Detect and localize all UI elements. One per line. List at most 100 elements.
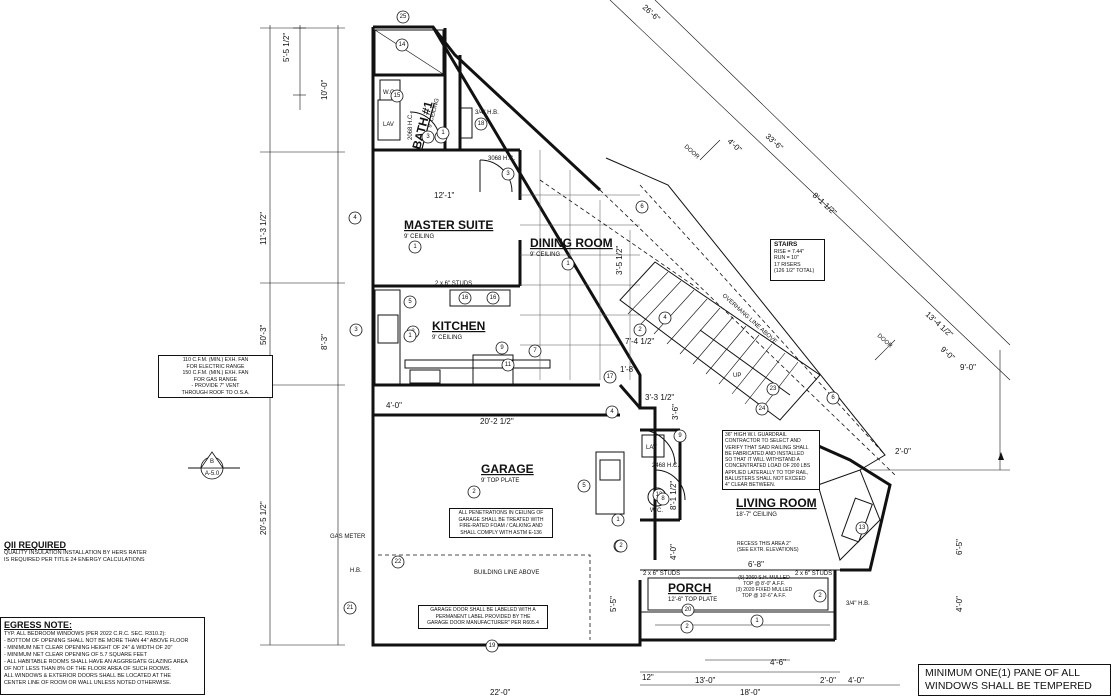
- guardrail-line: VERIFY THAT SAID RAILING SHALL: [725, 444, 809, 451]
- dim-8-3: 8'-3": [320, 334, 329, 350]
- keynote-tag-label: 5: [582, 483, 586, 489]
- dim-3-3: 3'-3 1/2": [645, 393, 674, 402]
- keynote-tag-circle: [348, 211, 362, 225]
- garage-door-line: GARAGE DOOR MANUFACTURER" PER R605.4: [427, 620, 539, 626]
- stairs-line: RISE = 7.44": [774, 248, 804, 255]
- door-label-1: DOOR: [683, 144, 701, 161]
- recess-note: RECESS THIS AREA 2" (SEE EXTR. ELEVATION…: [737, 541, 805, 557]
- keynote-tag-circle: [408, 240, 422, 254]
- keynote-tag-circle: [495, 341, 509, 355]
- living-room-name: LIVING ROOM: [736, 496, 817, 510]
- keynote-tag-circle: [611, 513, 625, 527]
- keynote-tag-label: 14: [399, 42, 406, 48]
- keynote-tag: 6: [826, 391, 840, 405]
- section-marker: [188, 451, 240, 480]
- keynote-tag-label: 1: [566, 261, 570, 267]
- keynote-tag: 21: [343, 601, 357, 615]
- dim-6-5: 6'-5": [955, 539, 964, 555]
- keynote-tag: 2: [680, 620, 694, 634]
- dim-3-6: 3'-6": [671, 404, 680, 420]
- guardrail-line: SO THAT IT WILL WITHSTAND A: [725, 457, 800, 464]
- keynote-tag-label: 19: [489, 643, 496, 649]
- master-room-name: MASTER SUITE: [404, 218, 493, 232]
- keynote-tag: 1: [611, 513, 625, 527]
- keynote-tag: 9: [673, 429, 687, 443]
- exhaust-line: FOR GAS RANGE: [193, 376, 238, 383]
- keynote-tag-circle: [577, 479, 591, 493]
- keynote-tag-circle: [528, 344, 542, 358]
- keynote-tag: 2: [467, 485, 481, 499]
- dining-ceiling: 9' CEILING: [530, 252, 560, 258]
- keynote-tag-label: 16: [490, 295, 497, 301]
- stairs-note: STAIRS RISE = 7.44" RUN = 10" 17 RISERS …: [770, 239, 825, 281]
- porch-ceiling: 12'-6" TOP PLATE: [668, 597, 717, 603]
- keynote-tag-circle: [486, 291, 500, 305]
- keynote-tag-label: 3: [506, 171, 510, 177]
- keynote-tag-circle: [421, 130, 435, 144]
- keynote-tag-circle: [343, 601, 357, 615]
- tempered-glass-note: MINIMUM ONE(1) PANE OF ALL WINDOWS SHALL…: [918, 664, 1111, 696]
- keynote-tag: 11: [501, 358, 515, 372]
- recess-line: RECESS THIS AREA 2": [737, 541, 791, 547]
- dim-4-0-bottom-right: 4'-0": [848, 676, 864, 685]
- egress-line: ALL WINDOWS & EXTERIOR DOORS SHALL BE LO…: [4, 673, 171, 679]
- keynote-tag: 16: [458, 291, 472, 305]
- exhaust-line: THROUGH ROOF TO O.S.A.: [181, 389, 250, 396]
- keynote-tag: 7: [528, 344, 542, 358]
- wc-label-bath: W.C.: [383, 90, 396, 96]
- keynote-tag: 14: [395, 38, 409, 52]
- keynote-tag-circle: [485, 639, 499, 653]
- keynote-tag-circle: [826, 391, 840, 405]
- keynote-tag: 8: [656, 492, 670, 506]
- keynote-tag-label: 22: [395, 559, 402, 565]
- keynote-tag: 23: [766, 382, 780, 396]
- keynote-tag-circle: [766, 382, 780, 396]
- kitchen-ceiling: 9' CEILING: [432, 335, 462, 341]
- keynote-tag: 25: [396, 10, 410, 24]
- keynote-tag-label: 9: [678, 433, 682, 439]
- lav-label-bath: LAV: [383, 122, 394, 128]
- dim-18-0: 18'-0": [740, 688, 761, 697]
- egress-line: CENTER LINE OF ROOM OR WALL UNLESS NOTED…: [4, 680, 172, 686]
- hose-bib-right: 3/4" H.B.: [846, 601, 870, 607]
- keynote-tag-circle: [750, 614, 764, 628]
- keynote-tag-label: 9: [500, 345, 504, 351]
- keynote-tag-label: 2: [685, 624, 689, 630]
- tempered-line: WINDOWS SHALL BE TEMPERED: [925, 680, 1092, 692]
- egress-line: - MINIMUM NET CLEAR OPENING HEIGHT OF 24…: [4, 645, 173, 651]
- keynote-tag-label: 2: [472, 489, 476, 495]
- keynote-tag-circle: [403, 295, 417, 309]
- keynote-tag-circle: [561, 257, 575, 271]
- hose-bib-left: H.B.: [350, 568, 362, 574]
- dim-8-1-left: 8'-1 1/2": [669, 481, 678, 510]
- studs-label-1: 2 x 6" STUDS: [435, 281, 472, 287]
- stairs-line: 17 RISERS: [774, 261, 801, 268]
- section-sheet: A-5.0: [205, 471, 220, 477]
- keynote-tag: 4: [658, 311, 672, 325]
- guardrail-note: 36" HIGH W.I. GUARDRAIL CONTRACTOR TO SE…: [722, 430, 820, 490]
- dim-8-1: 8'-1 1/2": [811, 191, 839, 217]
- dim-4-0-right: 4'-0": [955, 596, 964, 612]
- keynote-tags: 2514153183431161652197111724491521322219…: [343, 10, 869, 653]
- qii-line: IS REQUIRED PER TITLE 24 ENERGY CALCULAT…: [4, 556, 145, 563]
- keynote-tag: 22: [391, 555, 405, 569]
- guardrail-line: 36" HIGH W.I. GUARDRAIL: [725, 432, 787, 438]
- wc-label-powder: W.C.: [650, 508, 663, 514]
- dim-3-5: 3'-5 1/2": [615, 246, 624, 275]
- dim-2-0-bottom: 2'-0": [820, 676, 836, 685]
- overhang-label: OVERHANG LINE ABOVE: [721, 293, 778, 345]
- keynote-tag: 2: [633, 323, 647, 337]
- dim-4-0-upper: 4'-0": [726, 137, 744, 154]
- keynote-tag-label: 8: [661, 496, 665, 502]
- dim-4-0-garage: 4'-0": [386, 401, 402, 410]
- penetration-line: ALL PENETRATIONS IN CEILING OF: [458, 510, 544, 516]
- egress-line: OF NOT LESS THAN 8% OF THE FLOOR AREA OF…: [4, 666, 171, 672]
- keynote-tag: 17: [603, 370, 617, 384]
- keynote-tag-label: 18: [478, 121, 485, 127]
- keynote-tag-label: 25: [400, 14, 407, 20]
- keynote-tag: 1: [561, 257, 575, 271]
- keynote-tag-circle: [656, 492, 670, 506]
- keynote-tag: 2: [614, 539, 628, 553]
- keynote-tag-label: 23: [770, 386, 777, 392]
